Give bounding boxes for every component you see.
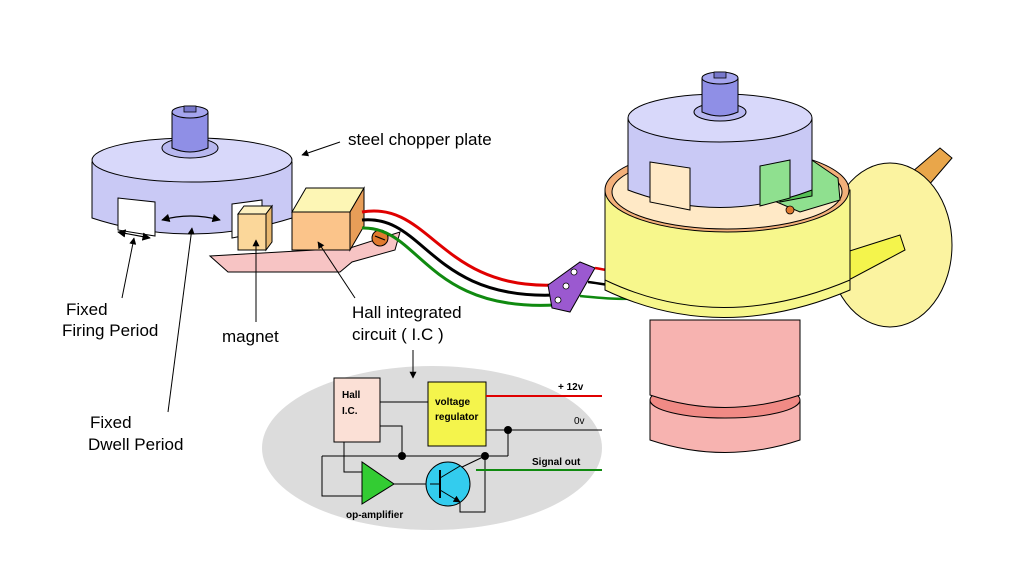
zero-v-label: 0v xyxy=(574,416,585,427)
leader-chopper xyxy=(301,141,341,157)
housing-lower xyxy=(649,319,801,453)
callouts: steel chopper plate Fixed Firing Period … xyxy=(62,130,492,454)
regulator-line2: regulator xyxy=(435,412,478,423)
label-fixed-firing-1: Fixed xyxy=(66,300,108,319)
label-steel-chopper-plate: steel chopper plate xyxy=(348,130,492,149)
hall-ic-box xyxy=(333,377,381,443)
firing-arc xyxy=(117,229,151,241)
wire-harness xyxy=(361,209,556,307)
label-hall-ic-2: circuit ( I.C ) xyxy=(352,325,444,344)
leader-dwell xyxy=(167,227,195,413)
circuit-wiring xyxy=(321,401,602,513)
leader-hall-ic xyxy=(317,241,356,299)
magnet-block xyxy=(237,204,273,252)
dwell-arc xyxy=(161,213,221,223)
plus12v-label: + 12v xyxy=(558,382,584,393)
label-fixed-dwell-1: Fixed xyxy=(90,413,132,432)
label-hall-ic-1: Hall integrated xyxy=(352,303,462,322)
steel-chopper-plate xyxy=(91,105,293,241)
hall-ic-box-line2: I.C. xyxy=(342,406,358,417)
hall-ic-box-line1: Hall xyxy=(342,390,361,401)
vacuum-unit xyxy=(814,147,953,328)
op-amp-icon xyxy=(361,461,395,505)
label-fixed-firing-2: Firing Period xyxy=(62,321,158,340)
distributor-assembly xyxy=(604,71,953,453)
regulator-line1: voltage xyxy=(435,397,470,408)
label-fixed-dwell-2: Dwell Period xyxy=(88,435,183,454)
signal-out-label: Signal out xyxy=(532,457,581,468)
base-plate xyxy=(208,229,401,273)
transistor-icon xyxy=(425,461,471,507)
pickup-assembly xyxy=(91,105,641,313)
distributor-chopper xyxy=(627,71,813,211)
leader-firing xyxy=(121,237,137,299)
voltage-regulator-box xyxy=(427,381,487,447)
op-amp-label: op-amplifier xyxy=(346,510,403,521)
hall-ic-block xyxy=(291,186,365,252)
label-magnet: magnet xyxy=(222,327,279,346)
circuit-diagram: Hall I.C. voltage regulator xyxy=(262,366,602,530)
